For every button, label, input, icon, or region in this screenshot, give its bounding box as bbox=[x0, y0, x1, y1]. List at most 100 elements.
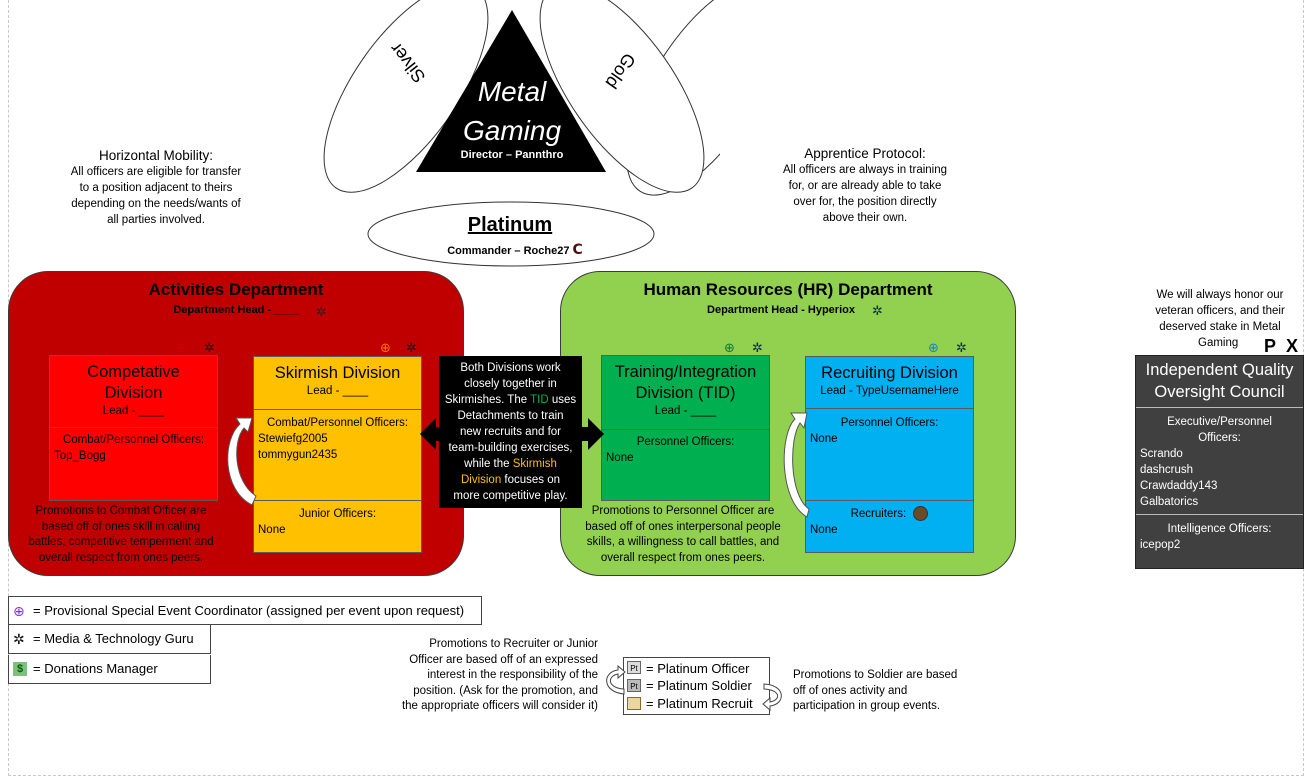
center-line-8: Division focuses on bbox=[439, 472, 582, 488]
apprentice-line-4: above their own. bbox=[822, 212, 908, 224]
tid-lead: Lead - ____ bbox=[654, 405, 717, 417]
tid-officers-section: Personnel Officers: None bbox=[602, 434, 769, 466]
activities-promo-1: Promotions to Combat Officer are bbox=[35, 505, 207, 517]
recruiter-promo-4: position. (Ask for the promotion, and bbox=[413, 684, 598, 697]
competative-header: Competative Division Lead - ____ bbox=[50, 356, 217, 428]
horizontal-line-1: All officers are eligible for transfer bbox=[70, 166, 242, 178]
hr-promo-1: Promotions to Personnel Officer are bbox=[591, 505, 775, 517]
recruiters-section: Recruiters: None bbox=[806, 500, 973, 553]
pt-right-arrow bbox=[762, 683, 782, 712]
activities-promotion-arrow bbox=[227, 417, 257, 506]
divisions-collaboration-box: Both Divisions work closely together in … bbox=[439, 356, 582, 508]
center-skirmish-text: Skirmish bbox=[512, 458, 557, 470]
center-line-3a: Skirmishes. The bbox=[444, 394, 531, 406]
competative-name-1: Competative bbox=[87, 363, 180, 381]
activities-promo-3: battles, competitive temperment and bbox=[28, 536, 214, 548]
recruiting-lead: Lead - TypeUsernameHere bbox=[820, 385, 959, 397]
iq-exec-label-1: Executive/Personnel bbox=[1167, 416, 1272, 428]
p-icon: P bbox=[1264, 336, 1277, 356]
center-line-2: closely together in bbox=[464, 378, 557, 390]
competative-officer: Top_Bogg bbox=[54, 450, 106, 462]
iq-exec-1: Scrando bbox=[1140, 448, 1183, 460]
coordinator-icon-4: ⊕ bbox=[928, 340, 939, 355]
skirmish-header: Skirmish Division Lead - ____ bbox=[254, 357, 421, 410]
commander-label: Commander – Roche27 Ⅽ bbox=[430, 241, 600, 258]
center-line-7: while the Skirmish bbox=[439, 456, 582, 472]
legend-donations: $ = Donations Manager bbox=[8, 655, 211, 684]
iq-exec-4: Galbatorics bbox=[1140, 496, 1199, 508]
center-line-6: team-building exercises, bbox=[448, 442, 573, 454]
recruiter-promotion-note: Promotions to Recruiter or Junior Office… bbox=[372, 637, 598, 715]
triangle-title-line2: Gaming bbox=[462, 115, 562, 146]
iq-title-1: Independent Quality bbox=[1145, 361, 1294, 379]
iq-exec-2: dashcrush bbox=[1140, 464, 1194, 476]
recruiting-officers-section: Personnel Officers: None bbox=[806, 415, 973, 447]
competative-name-2: Division bbox=[104, 384, 163, 402]
pt-officer-icon: Pt bbox=[627, 661, 641, 674]
skirmish-officer-2: tommygun2435 bbox=[258, 449, 338, 461]
recruiters-label: Recruiters: bbox=[810, 506, 969, 522]
iq-title-2: Oversight Council bbox=[1154, 383, 1285, 401]
recruiter-badge-icon bbox=[913, 506, 929, 522]
competative-division: Competative Division Lead - ____ Combat/… bbox=[49, 355, 218, 501]
hr-head: Department Head - Hyperiox bbox=[707, 304, 855, 316]
tid-name-2: Division (TID) bbox=[635, 384, 736, 402]
apprentice-protocol-title: Apprentice Protocol: bbox=[804, 146, 926, 161]
media-guru-icon-5: ✲ bbox=[752, 340, 763, 355]
iq-exec-label-2: Officers: bbox=[1198, 432, 1241, 444]
center-line-1: Both Divisions work bbox=[460, 362, 561, 374]
veteran-line-3: deserved stake in Metal bbox=[1159, 321, 1281, 333]
coordinator-legend-icon: ⊕ bbox=[13, 603, 25, 619]
veteran-line-4: Gaming bbox=[1198, 337, 1239, 349]
commander-text: Commander – Roche27 bbox=[447, 245, 570, 257]
recruiting-name: Recruiting Division bbox=[821, 364, 958, 382]
apprentice-protocol-note: Apprentice Protocol: All officers are al… bbox=[765, 145, 965, 226]
pt-soldier: = Platinum Soldier bbox=[646, 678, 752, 693]
veteran-line-1: We will always honor our bbox=[1156, 289, 1284, 301]
skirmish-officers-label: Combat/Personnel Officers: bbox=[266, 417, 409, 429]
tid-officers: None bbox=[606, 452, 634, 464]
iq-intel-section: Intelligence Officers: icepop2 bbox=[1136, 514, 1303, 553]
media-guru-icon: ✲ bbox=[316, 304, 327, 319]
recruiter-promo-5: the appropriate officers will consider i… bbox=[401, 700, 598, 712]
skirmish-junior: None bbox=[258, 524, 286, 536]
recruiters-label-text: Recruiters: bbox=[850, 508, 907, 520]
coordinator-icon-2: ⊕ bbox=[380, 340, 391, 355]
competative-officers-section: Combat/Personnel Officers: Top_Bogg bbox=[50, 432, 217, 464]
activities-promotion-note: Promotions to Combat Officer are based o… bbox=[14, 504, 228, 566]
legend-media-text: = Media & Technology Guru bbox=[33, 631, 194, 646]
skirmish-name: Skirmish Division bbox=[274, 364, 401, 382]
pt-left-arrow bbox=[606, 664, 626, 695]
triangle-title: Metal Gaming bbox=[430, 72, 594, 150]
coordinator-icon: ⊕ bbox=[176, 340, 187, 355]
skirmish-officer-1: Stewiefg2005 bbox=[258, 433, 328, 445]
center-line-5: new recruits and for bbox=[460, 426, 561, 438]
center-line-7a: while the bbox=[464, 458, 513, 470]
veteran-note: We will always honor our veteran officer… bbox=[1140, 287, 1300, 351]
coordinator-icon-3: ⊕ bbox=[724, 340, 735, 355]
horizontal-line-4: all parties involved. bbox=[107, 214, 205, 226]
iq-exec-3: Crawdaddy143 bbox=[1140, 480, 1218, 492]
apprentice-line-2: for, or are already able to take bbox=[788, 180, 942, 192]
horizontal-mobility-title: Horizontal Mobility: bbox=[98, 148, 214, 163]
platinum-legend: Pt = Platinum Officer Pt = Platinum Sold… bbox=[623, 657, 770, 715]
iq-intel-label: Intelligence Officers: bbox=[1167, 523, 1272, 535]
legend-media: ✲ = Media & Technology Guru bbox=[8, 625, 211, 654]
center-division-text: Division bbox=[460, 474, 502, 486]
media-guru-icon-2: ✲ bbox=[204, 340, 215, 355]
iq-exec-section: Executive/Personnel Officers: Scrando da… bbox=[1136, 408, 1303, 510]
hr-promo-4: overall respect from ones peers. bbox=[600, 551, 766, 564]
commander-c-icon: Ⅽ bbox=[572, 241, 583, 257]
skirmish-division: Skirmish Division Lead - ____ Combat/Per… bbox=[253, 356, 422, 553]
veteran-line-2: veteran officers, and their bbox=[1155, 305, 1285, 317]
dollar-icon: $ bbox=[13, 662, 27, 676]
tid-officers-label: Personnel Officers: bbox=[636, 436, 735, 448]
soldier-promo-2: off of ones activity and bbox=[793, 684, 908, 697]
competative-lead: Lead - ____ bbox=[102, 405, 165, 417]
horizontal-line-3: depending on the needs/wants of bbox=[71, 198, 241, 210]
metal-gaming-triangle bbox=[416, 10, 606, 172]
pt-officer: = Platinum Officer bbox=[646, 661, 750, 676]
pt-soldier-icon: Pt bbox=[627, 679, 641, 692]
apprentice-line-1: All officers are always in training bbox=[782, 164, 948, 176]
director-label: Director – Pannthro bbox=[460, 149, 564, 161]
